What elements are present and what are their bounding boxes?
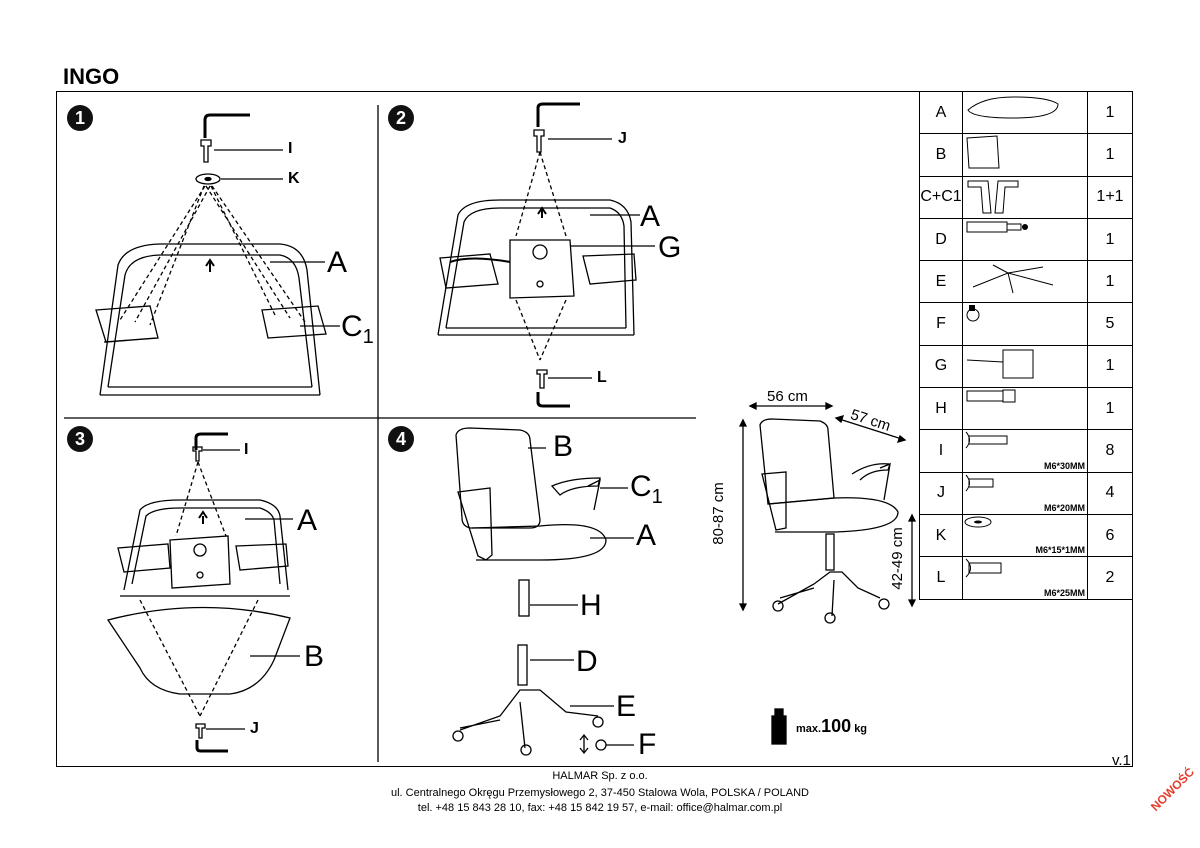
- part-code: I: [919, 429, 963, 473]
- part-illustration: [962, 344, 1088, 389]
- step4-label-D: D: [576, 645, 598, 678]
- height-dimension: 80-87 cm: [709, 482, 727, 545]
- part-quantity: 1: [1087, 217, 1133, 262]
- step3-label-A: A: [297, 504, 318, 537]
- step3-drawing: [106, 432, 300, 753]
- step-number-1: 1: [67, 105, 93, 131]
- part-quantity: 2: [1087, 556, 1133, 600]
- step4-label-C1: C1: [630, 470, 663, 508]
- step3-label-I: I: [244, 441, 249, 458]
- part-spec: M6*20MM: [1043, 502, 1085, 513]
- step1-drawing: [95, 113, 340, 396]
- part-code: F: [919, 302, 963, 346]
- footer-company: HALMAR Sp. z o.o.: [552, 770, 648, 782]
- step2-label-A: A: [640, 200, 661, 233]
- step4-drawing: [452, 427, 634, 756]
- step4-label-B: B: [553, 430, 574, 463]
- page-title: INGO: [63, 64, 120, 89]
- chair-dimension-drawing: [738, 401, 917, 745]
- part-illustration: M6*20MM: [962, 471, 1088, 515]
- part-spec: M6*25MM: [1043, 587, 1085, 598]
- step2-label-L: L: [597, 369, 607, 386]
- part-quantity: 1: [1087, 344, 1133, 389]
- step4-label-F: F: [638, 728, 657, 761]
- parts-row: C+C1 1+1: [919, 175, 1133, 219]
- part-quantity: 4: [1087, 471, 1133, 515]
- step4-label-E: E: [616, 690, 637, 723]
- width-dimension: 56 cm: [767, 388, 808, 405]
- part-quantity: 1: [1087, 133, 1133, 177]
- max-load: max.100 kg: [796, 716, 868, 736]
- part-illustration: [962, 175, 1088, 219]
- step-number-2: 2: [388, 105, 414, 131]
- part-illustration: [962, 260, 1088, 304]
- part-illustration: [962, 387, 1088, 431]
- footer-address: ul. Centralnego Okręgu Przemysłowego 2, …: [390, 787, 809, 799]
- step2-label-J: J: [618, 130, 627, 147]
- part-quantity: 1: [1087, 260, 1133, 304]
- step1-label-I: I: [288, 140, 293, 157]
- step4-label-H: H: [580, 589, 602, 622]
- step4-label-A: A: [636, 519, 657, 552]
- part-code: D: [919, 217, 963, 262]
- footer-contact: tel. +48 15 843 28 10, fax: +48 15 842 1…: [417, 802, 783, 814]
- step1-label-A: A: [327, 246, 348, 279]
- part-quantity: 8: [1087, 429, 1133, 473]
- part-illustration: M6*25MM: [962, 556, 1088, 600]
- step3-label-J: J: [250, 720, 259, 737]
- part-code: K: [919, 513, 963, 558]
- step1-label-K: K: [288, 170, 300, 187]
- part-illustration: [962, 302, 1088, 346]
- part-illustration: [962, 133, 1088, 177]
- part-illustration: M6*15*1MM: [962, 513, 1088, 558]
- part-quantity: 5: [1087, 302, 1133, 346]
- part-spec: M6*30MM: [1043, 460, 1085, 471]
- part-code: G: [919, 344, 963, 389]
- part-illustration: [962, 217, 1088, 262]
- step1-label-C1: C1: [341, 310, 374, 348]
- part-code: E: [919, 260, 963, 304]
- part-quantity: 1: [1087, 387, 1133, 431]
- part-code: J: [919, 471, 963, 515]
- step3-label-B: B: [304, 640, 325, 673]
- part-code: B: [919, 133, 963, 177]
- part-illustration: [962, 90, 1088, 135]
- part-code: L: [919, 556, 963, 600]
- seat-height-dimension: 42-49 cm: [888, 527, 906, 590]
- part-illustration: M6*30MM: [962, 429, 1088, 473]
- version-label: v.1: [1112, 752, 1131, 769]
- part-quantity: 1: [1087, 90, 1133, 135]
- instructions-frame: [56, 91, 1133, 767]
- step2-label-G: G: [658, 231, 682, 264]
- step-number-3: 3: [67, 426, 93, 452]
- part-quantity: 1+1: [1087, 175, 1133, 219]
- part-code: H: [919, 387, 963, 431]
- step-number-4: 4: [388, 426, 414, 452]
- part-code: A: [919, 90, 963, 135]
- step2-drawing: [437, 102, 655, 408]
- part-spec: M6*15*1MM: [1035, 545, 1085, 556]
- part-quantity: 6: [1087, 513, 1133, 558]
- part-code: C+C1: [919, 175, 963, 219]
